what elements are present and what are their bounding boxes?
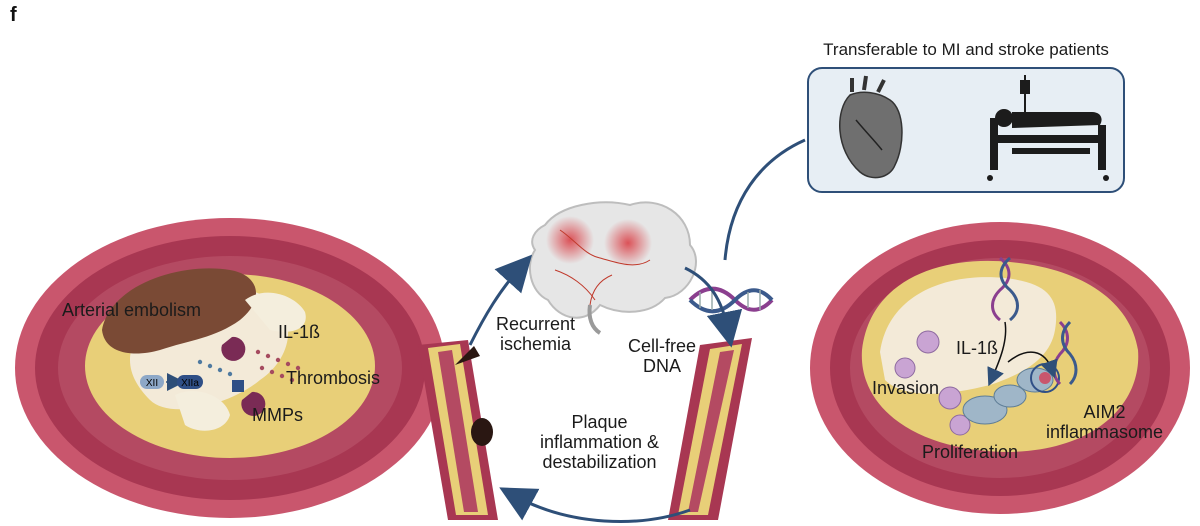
arterial-embolism-label: Arterial embolism [62, 300, 202, 320]
proliferation-label: Proliferation [922, 442, 1019, 462]
arrow-bottom-cycle [499, 487, 691, 523]
dna-icon [688, 286, 774, 314]
xii-label: XII [146, 378, 158, 389]
plaque-inflammation-label: Plaque inflammation & destabilization [540, 412, 660, 472]
left-lumen-lobe [245, 292, 306, 332]
mmps-label: MMPs [252, 405, 303, 425]
embolism-clot [102, 268, 257, 354]
panel-label: f [10, 4, 17, 26]
arrow-to-brain [468, 254, 533, 346]
transferable-title: Transferable to MI and stroke patients [823, 40, 1109, 59]
arrow-to-artery [684, 266, 743, 348]
dna-icon [991, 256, 1019, 322]
xiia-label: XIIa [181, 378, 199, 389]
mmp-marker [221, 336, 246, 361]
heart-icon [839, 75, 903, 179]
invasion-label: Invasion [872, 378, 940, 398]
recurrent-ischemia-label: Recurrent ischemia [496, 314, 576, 354]
xii-badge [140, 375, 164, 389]
artery-clot [471, 418, 493, 446]
left-lumen-lobe-2 [175, 391, 230, 431]
arrow-from-box [723, 138, 806, 261]
left-artery-segment [418, 340, 498, 520]
mmp-marker [241, 391, 266, 416]
hospital-bed-icon [987, 75, 1109, 181]
il1b-label-left: IL-1ß [278, 322, 321, 342]
mmp-square [232, 380, 244, 392]
brain-icon [528, 201, 697, 335]
left-vessel-cross-section: XII XIIa [15, 218, 445, 518]
cell-free-dna-label: Cell-free DNA [628, 336, 697, 376]
aim2-inflammasome-label: AIM2 inflammasome [1046, 402, 1164, 442]
xiia-badge [177, 375, 203, 389]
il1b-label-right: IL-1ß [956, 338, 999, 358]
right-artery-segment [668, 338, 752, 520]
thrombosis-label: Thrombosis [286, 368, 381, 388]
immune-cells [894, 330, 971, 436]
right-lumen [880, 277, 1057, 394]
transferable-box [807, 67, 1125, 193]
right-vessel-cross-section [810, 222, 1190, 514]
